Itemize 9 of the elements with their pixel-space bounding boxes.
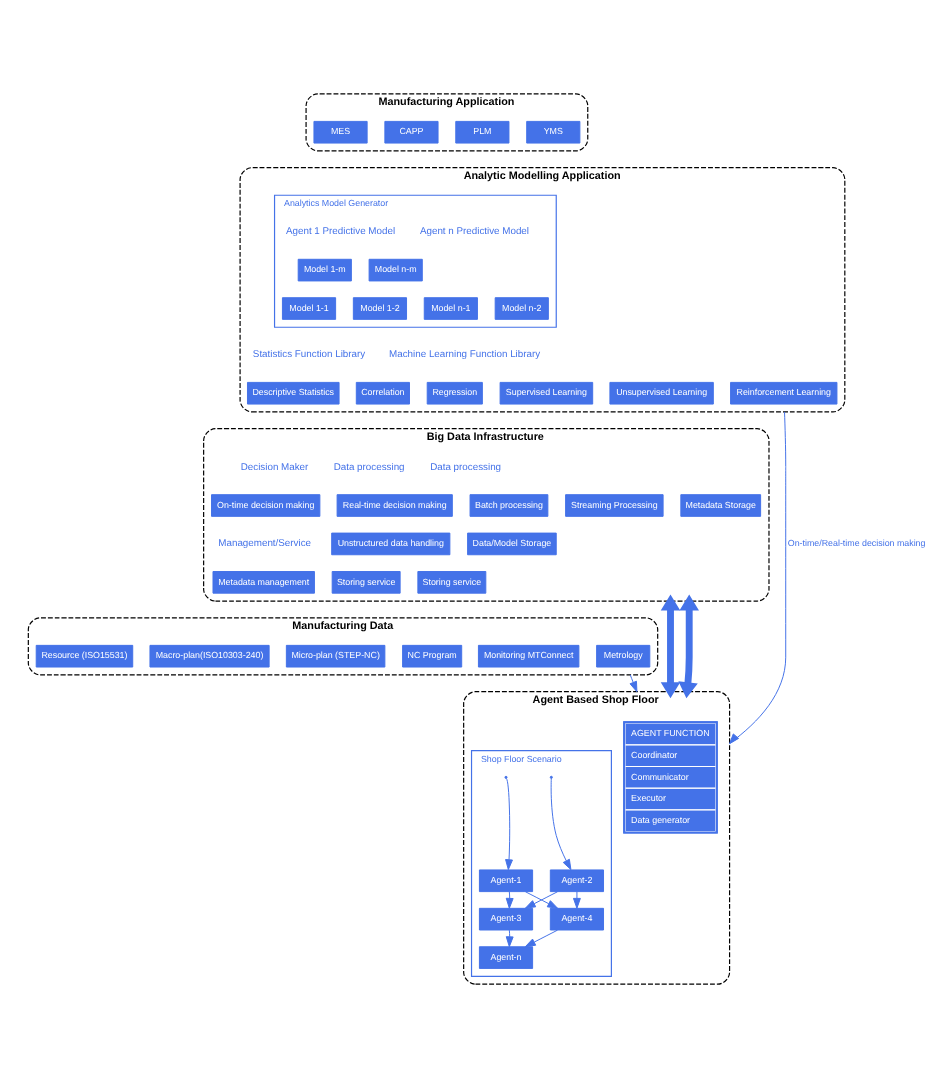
arrow	[524, 890, 559, 908]
arrow	[629, 673, 638, 692]
arrow	[550, 776, 572, 870]
arrow	[524, 928, 559, 947]
arrow	[678, 593, 699, 698]
arrow	[573, 890, 581, 908]
arrow	[729, 410, 787, 744]
arrow	[505, 776, 513, 870]
arrow	[660, 593, 681, 698]
